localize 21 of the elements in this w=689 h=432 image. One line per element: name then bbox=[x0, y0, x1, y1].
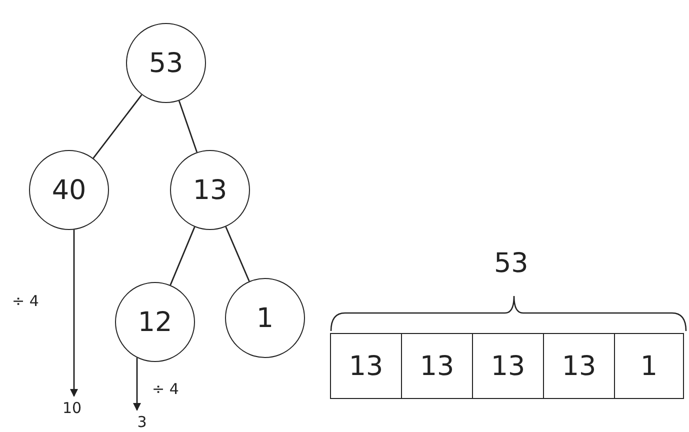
bar-segment: 13 bbox=[472, 333, 544, 399]
connector-line bbox=[178, 100, 198, 152]
result-number: 10 bbox=[56, 398, 88, 418]
bar-segment: 13 bbox=[330, 333, 402, 399]
number-circle: 40 bbox=[29, 150, 109, 230]
result-number: 3 bbox=[133, 412, 151, 432]
number-circle: 13 bbox=[170, 150, 250, 230]
connector-line bbox=[170, 226, 196, 286]
number-circle: 53 bbox=[126, 23, 206, 103]
bar-segment: 13 bbox=[401, 333, 473, 399]
total-label: 53 bbox=[494, 248, 528, 279]
number-circle: 12 bbox=[115, 282, 195, 362]
bar-segment: 13 bbox=[543, 333, 615, 399]
connector-line bbox=[92, 94, 142, 159]
connector-line bbox=[225, 226, 250, 282]
edge-label: ÷ 4 bbox=[12, 292, 39, 310]
arrow bbox=[133, 358, 141, 411]
bar-segment: 1 bbox=[614, 333, 684, 399]
arrow bbox=[70, 230, 78, 397]
number-circle: 1 bbox=[225, 278, 305, 358]
edge-label: ÷ 4 bbox=[152, 380, 179, 398]
